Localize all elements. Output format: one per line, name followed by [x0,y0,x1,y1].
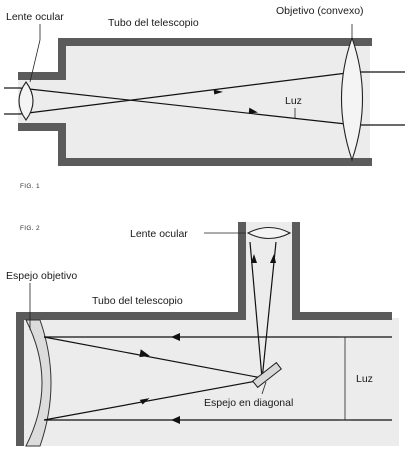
fig2-tube-interior [24,318,399,446]
fig2-ray-arrow [139,349,150,358]
fig1-tube-label: Tubo del telescopio [108,17,199,29]
fig2-tube-wall-top-right [292,222,392,320]
fig2-ray-arrow [139,398,150,405]
fig1-refractor: Lente ocular Tubo del telescopio Objetiv… [4,5,405,190]
fig1-eyepiece-lens [18,81,34,121]
fig2-objective-mirror-label: Espejo objetivo [6,270,77,282]
fig2-light-bracket [340,336,350,421]
fig1-light-label: Luz [285,95,302,107]
fig1-tube-interior [60,44,370,160]
fig2-objective-mirror [25,319,52,447]
fig1-objective-label: Objetivo (convexo) [276,5,364,17]
fig2-light-label: Luz [356,373,373,385]
fig2-diagonal-mirror-label: Espejo en diagonal [204,397,293,409]
fig2-eyepiece-lens [246,226,292,240]
fig2-diagonal-leader [261,381,267,395]
fig2-ray-arrow [171,333,180,341]
fig1-caption: FIG. 1 [20,183,40,190]
fig2-tube-label: Tubo del telescopio [92,295,183,307]
fig1-objective-lens [340,36,364,162]
fig1-ray-arrow [213,89,224,95]
fig2-reflector: FIG. 2 Lente ocular Espejo objetivo Tubo… [6,222,399,447]
fig1-tube-wall-top [18,38,372,80]
fig2-ray-arrow [251,254,257,263]
fig2-diagonal-mirror [252,361,282,389]
fig2-caption: FIG. 2 [20,225,40,232]
fig1-eyepiece-label: Lente ocular [6,11,64,23]
fig1-light-rays [4,71,405,126]
fig1-eyepiece-leader [29,24,41,83]
fig2-ray-arrow [171,416,180,424]
fig2-light-rays [43,241,392,424]
fig1-ray-arrow [248,107,258,114]
fig1-tube-wall-bottom [18,123,372,166]
fig2-eyepiece-label: Lente ocular [130,228,188,240]
fig2-ray-arrow [270,254,276,263]
